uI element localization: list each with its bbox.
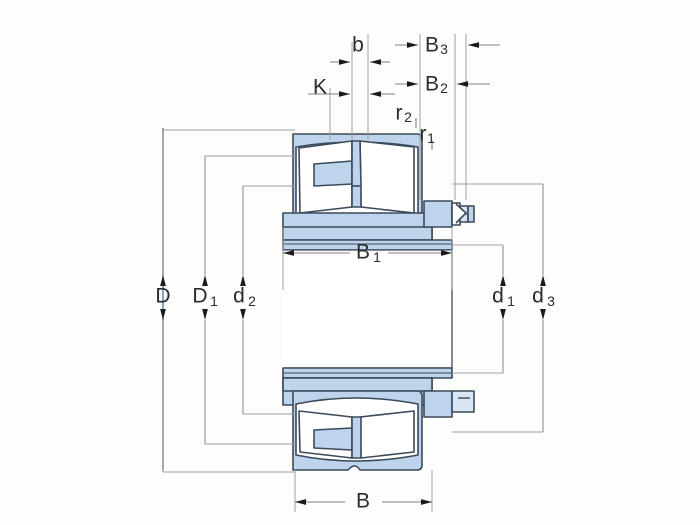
svg-text:d: d <box>492 285 504 308</box>
guide-ring-upper-lower <box>351 185 362 208</box>
label-r2: r 2 <box>396 102 413 125</box>
svg-text:1: 1 <box>210 293 218 309</box>
svg-text:d: d <box>532 285 544 308</box>
label-K: K <box>313 76 327 99</box>
svg-text:B: B <box>425 34 439 57</box>
cage-lower <box>313 427 353 451</box>
inner-ring-lower-step <box>282 377 433 392</box>
label-r1: r 1 <box>420 123 436 146</box>
label-B: B <box>356 490 370 513</box>
radius-leaders <box>415 118 433 150</box>
svg-text:2: 2 <box>440 80 448 96</box>
label-D1: D 1 <box>192 285 218 309</box>
svg-text:D: D <box>192 285 207 308</box>
label-B1: B 1 <box>356 241 381 265</box>
bearing-assembly <box>282 133 475 471</box>
label-B2: B 2 <box>425 73 448 96</box>
roller-lower-right <box>359 410 415 459</box>
extension-lines <box>163 34 543 512</box>
label-d3: d 3 <box>532 285 555 309</box>
svg-text:1: 1 <box>507 293 515 309</box>
roller-upper-right <box>359 140 415 214</box>
lock-nut-lower <box>423 390 453 418</box>
svg-text:d: d <box>233 285 245 308</box>
svg-text:B: B <box>425 73 439 96</box>
label-B3: B 3 <box>425 34 448 57</box>
cage-upper <box>313 160 353 187</box>
svg-text:B: B <box>356 241 370 264</box>
label-d2: d 2 <box>233 285 256 309</box>
lock-nut-flange-lower <box>451 390 475 413</box>
svg-text:2: 2 <box>404 109 412 125</box>
svg-text:3: 3 <box>547 293 555 309</box>
svg-text:3: 3 <box>440 41 448 57</box>
svg-text:2: 2 <box>248 293 256 309</box>
bore-region <box>283 250 452 368</box>
svg-text:r: r <box>396 102 403 125</box>
label-b: b <box>352 34 364 57</box>
label-D: D <box>155 285 170 308</box>
guide-ring-lower <box>351 416 362 459</box>
svg-text:r: r <box>420 123 427 146</box>
svg-text:1: 1 <box>373 249 381 265</box>
vertical-dimension-lines <box>160 130 546 472</box>
svg-text:D: D <box>155 285 170 308</box>
dimension-arrows <box>283 42 500 505</box>
svg-text:1: 1 <box>427 130 435 146</box>
lock-nut-upper <box>423 200 453 228</box>
svg-text:B: B <box>356 490 370 513</box>
dimension-labels: b K B 3 B 2 r 2 r 1 B 1 B D D <box>155 34 555 513</box>
guide-ring-upper <box>351 140 362 187</box>
inner-ring-upper-step <box>282 226 433 241</box>
label-d1: d 1 <box>492 285 515 309</box>
